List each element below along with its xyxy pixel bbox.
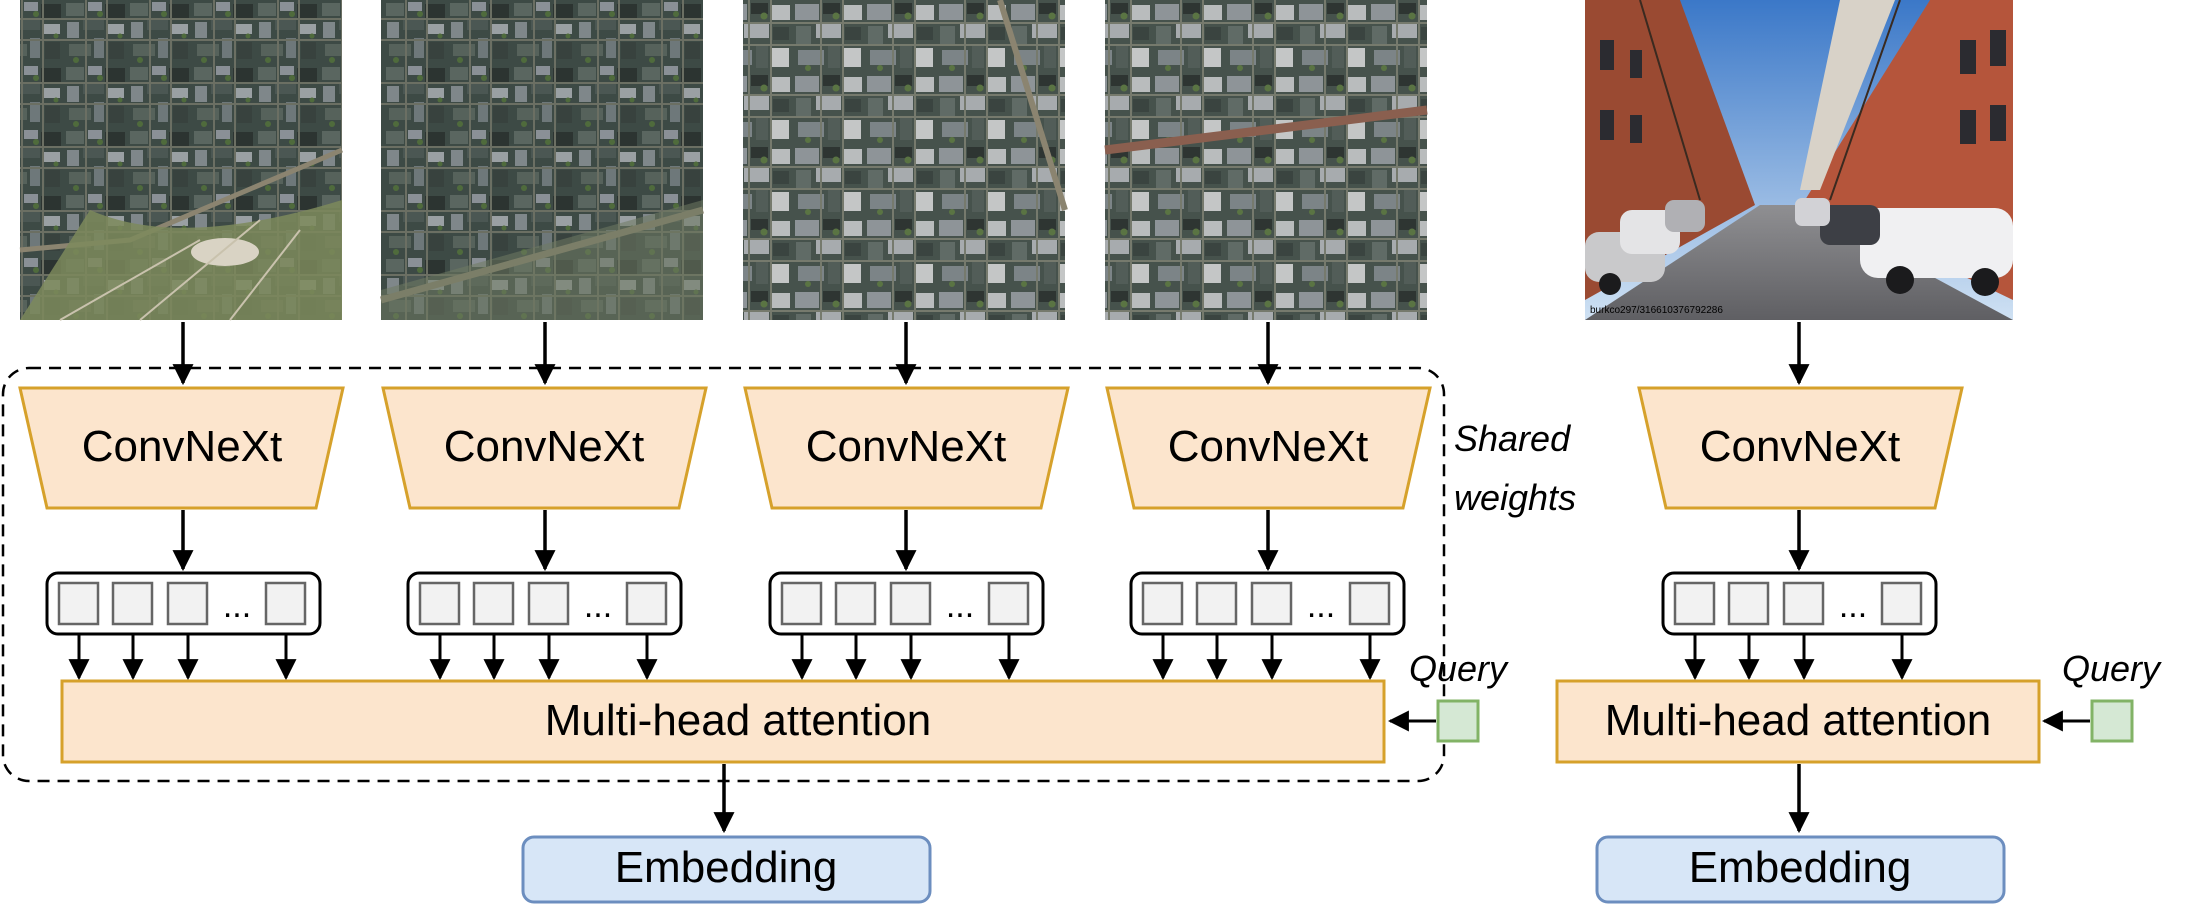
encoder-label: ConvNeXt: [806, 422, 1007, 471]
aerial-image-2: [380, 0, 704, 320]
image-to-encoder-arrows: [172, 322, 1810, 386]
encoder-2: ConvNeXt: [381, 386, 708, 510]
encoder-label: ConvNeXt: [82, 422, 283, 471]
aerial-image-4: [1104, 0, 1428, 320]
token: [834, 581, 877, 626]
token: [527, 581, 570, 626]
token-group-1: ...: [45, 571, 322, 636]
query-photo: Query: [2041, 648, 2162, 743]
token: [625, 581, 668, 626]
token: [418, 581, 461, 626]
query-label: Query: [2062, 648, 2162, 689]
token-ellipsis: ...: [946, 587, 974, 625]
token-group-5: ...: [1661, 571, 1938, 636]
embedding-label: Embedding: [615, 843, 838, 892]
token: [264, 581, 307, 626]
encoder-label: ConvNeXt: [1168, 422, 1369, 471]
token: [1250, 581, 1293, 626]
shared-weights-label-line1: Shared: [1454, 418, 1571, 459]
token: [166, 581, 209, 626]
token: [889, 581, 932, 626]
token-group-4: ...: [1129, 571, 1406, 636]
token: [1348, 581, 1391, 626]
encoder-to-token-arrows: [172, 510, 1810, 572]
token-group-2: ...: [406, 571, 683, 636]
query-token: [2090, 699, 2134, 743]
aerial-image-3: [743, 0, 1068, 320]
token: [1782, 581, 1825, 626]
token: [57, 581, 100, 626]
photo-caption: burkco297/316610376792286: [1590, 305, 1723, 316]
attention-label: Multi-head attention: [1605, 696, 1991, 745]
token: [1195, 581, 1238, 626]
attention-to-embedding-arrows: [713, 764, 1810, 834]
token-ellipsis: ...: [1839, 587, 1867, 625]
token: [987, 581, 1030, 626]
embedding-shared: Embedding: [521, 835, 932, 904]
token: [1141, 581, 1184, 626]
shared-weights-label-line2: weights: [1454, 477, 1576, 518]
encoder-label: ConvNeXt: [444, 422, 645, 471]
encoder-3: ConvNeXt: [743, 386, 1070, 510]
query-label: Query: [1409, 648, 1509, 689]
attention-block-shared: Multi-head attention: [60, 679, 1386, 764]
encoder-4: ConvNeXt: [1105, 386, 1432, 510]
token-ellipsis: ...: [584, 587, 612, 625]
token-ellipsis: ...: [1307, 587, 1335, 625]
token: [780, 581, 823, 626]
encoder-label: ConvNeXt: [1700, 422, 1901, 471]
token-ellipsis: ...: [223, 587, 251, 625]
embedding-label: Embedding: [1689, 843, 1912, 892]
encoder-1: ConvNeXt: [18, 386, 345, 510]
street-photo: burkco297/316610376792286: [1585, 0, 2013, 320]
query-token: [1436, 699, 1480, 743]
aerial-image-1: [19, 0, 343, 321]
embedding-photo: Embedding: [1595, 835, 2006, 904]
attention-block-photo: Multi-head attention: [1555, 679, 2041, 764]
token-group-3: ...: [768, 571, 1045, 636]
encoder-5: ConvNeXt: [1637, 386, 1964, 510]
token: [111, 581, 154, 626]
parked-cars: [1585, 198, 2013, 296]
query-shared: Query: [1387, 648, 1509, 743]
token-to-attention-arrows: [68, 634, 1913, 681]
token: [1880, 581, 1923, 626]
token: [1673, 581, 1716, 626]
token: [472, 581, 515, 626]
attention-label: Multi-head attention: [545, 696, 931, 745]
token: [1727, 581, 1770, 626]
